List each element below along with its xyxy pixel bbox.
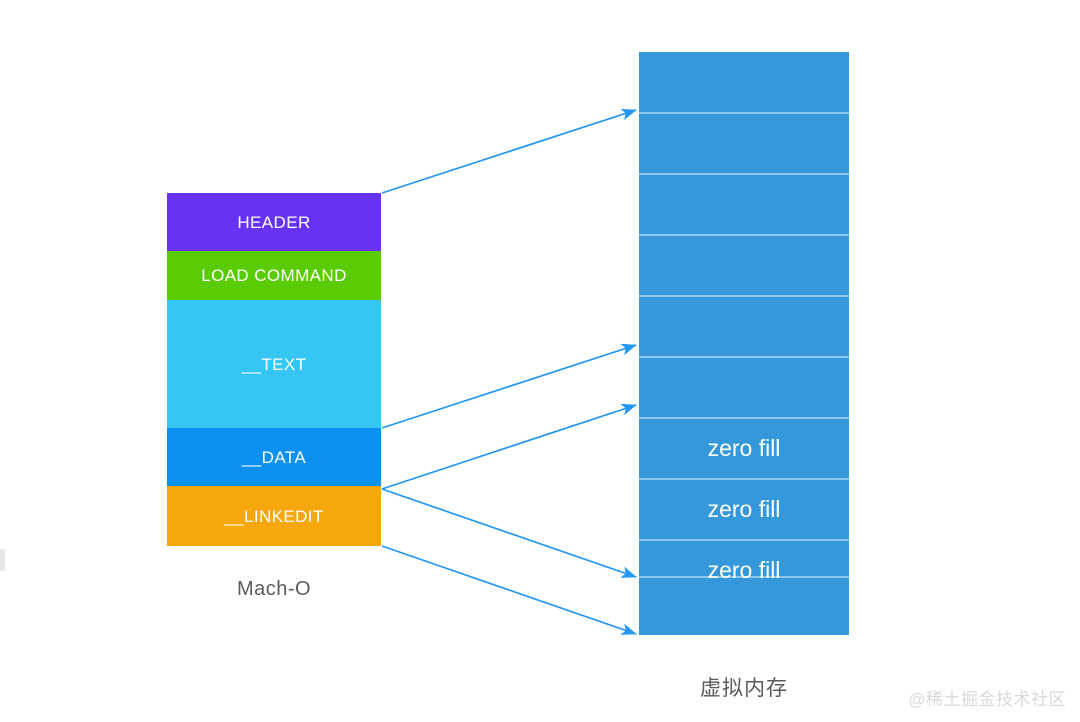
edge-artifact [0,549,5,571]
virtual-memory-divider [639,478,849,480]
macho-segment-load-command-label: LOAD COMMAND [201,266,347,285]
virtual-memory-caption: 虚拟内存 [700,677,788,700]
arrow-data-to-memory [381,403,637,490]
macho-segment-data[interactable]: __DATA [167,428,381,486]
virtual-memory-page[interactable] [639,235,849,296]
arrow-linkedit-end-to-memory [381,545,637,635]
macho-segment-load-command[interactable]: LOAD COMMAND [167,251,381,300]
macho-caption: Mach-O [236,578,312,600]
arrow-header-to-memory [381,108,637,194]
virtual-memory-page-label: zero fill [707,496,781,522]
virtual-memory-divider [639,539,849,541]
virtual-memory-divider [639,356,849,358]
macho-file-block: HEADER LOAD COMMAND __TEXT __DATA __LINK… [167,193,381,546]
virtual-memory-divider [639,576,849,578]
virtual-memory-page[interactable] [639,174,849,235]
macho-segment-data-label: __DATA [241,447,307,467]
macho-segment-text[interactable]: __TEXT [167,300,381,428]
virtual-memory-divider [639,112,849,114]
virtual-memory-page-label: zero fill [707,435,781,461]
virtual-memory-divider [639,417,849,419]
virtual-memory-block: zero fill zero fill zero fill [639,52,849,635]
virtual-memory-divider [639,234,849,236]
virtual-memory-page-zero-fill[interactable]: zero fill [639,418,849,479]
virtual-memory-divider [639,295,849,297]
macho-segment-linkedit[interactable]: __LINKEDIT [167,486,381,546]
macho-segment-header-label: HEADER [237,212,311,232]
macho-segment-text-label: __TEXT [241,354,307,374]
virtual-memory-page[interactable] [639,357,849,418]
virtual-memory-page-zero-fill[interactable]: zero fill [639,540,849,601]
watermark: @稀土掘金技术社区 [908,690,1066,709]
virtual-memory-page[interactable] [639,52,849,113]
arrow-linkedit-to-memory [381,488,637,578]
arrow-text-to-memory [381,343,637,429]
macho-segment-header[interactable]: HEADER [167,193,381,251]
virtual-memory-page-zero-fill[interactable]: zero fill [639,479,849,540]
macho-segment-linkedit-label: __LINKEDIT [224,506,324,526]
virtual-memory-page[interactable] [639,577,849,635]
virtual-memory-page[interactable] [639,296,849,357]
virtual-memory-page[interactable] [639,113,849,174]
virtual-memory-page-label: zero fill [707,557,781,583]
virtual-memory-divider [639,173,849,175]
